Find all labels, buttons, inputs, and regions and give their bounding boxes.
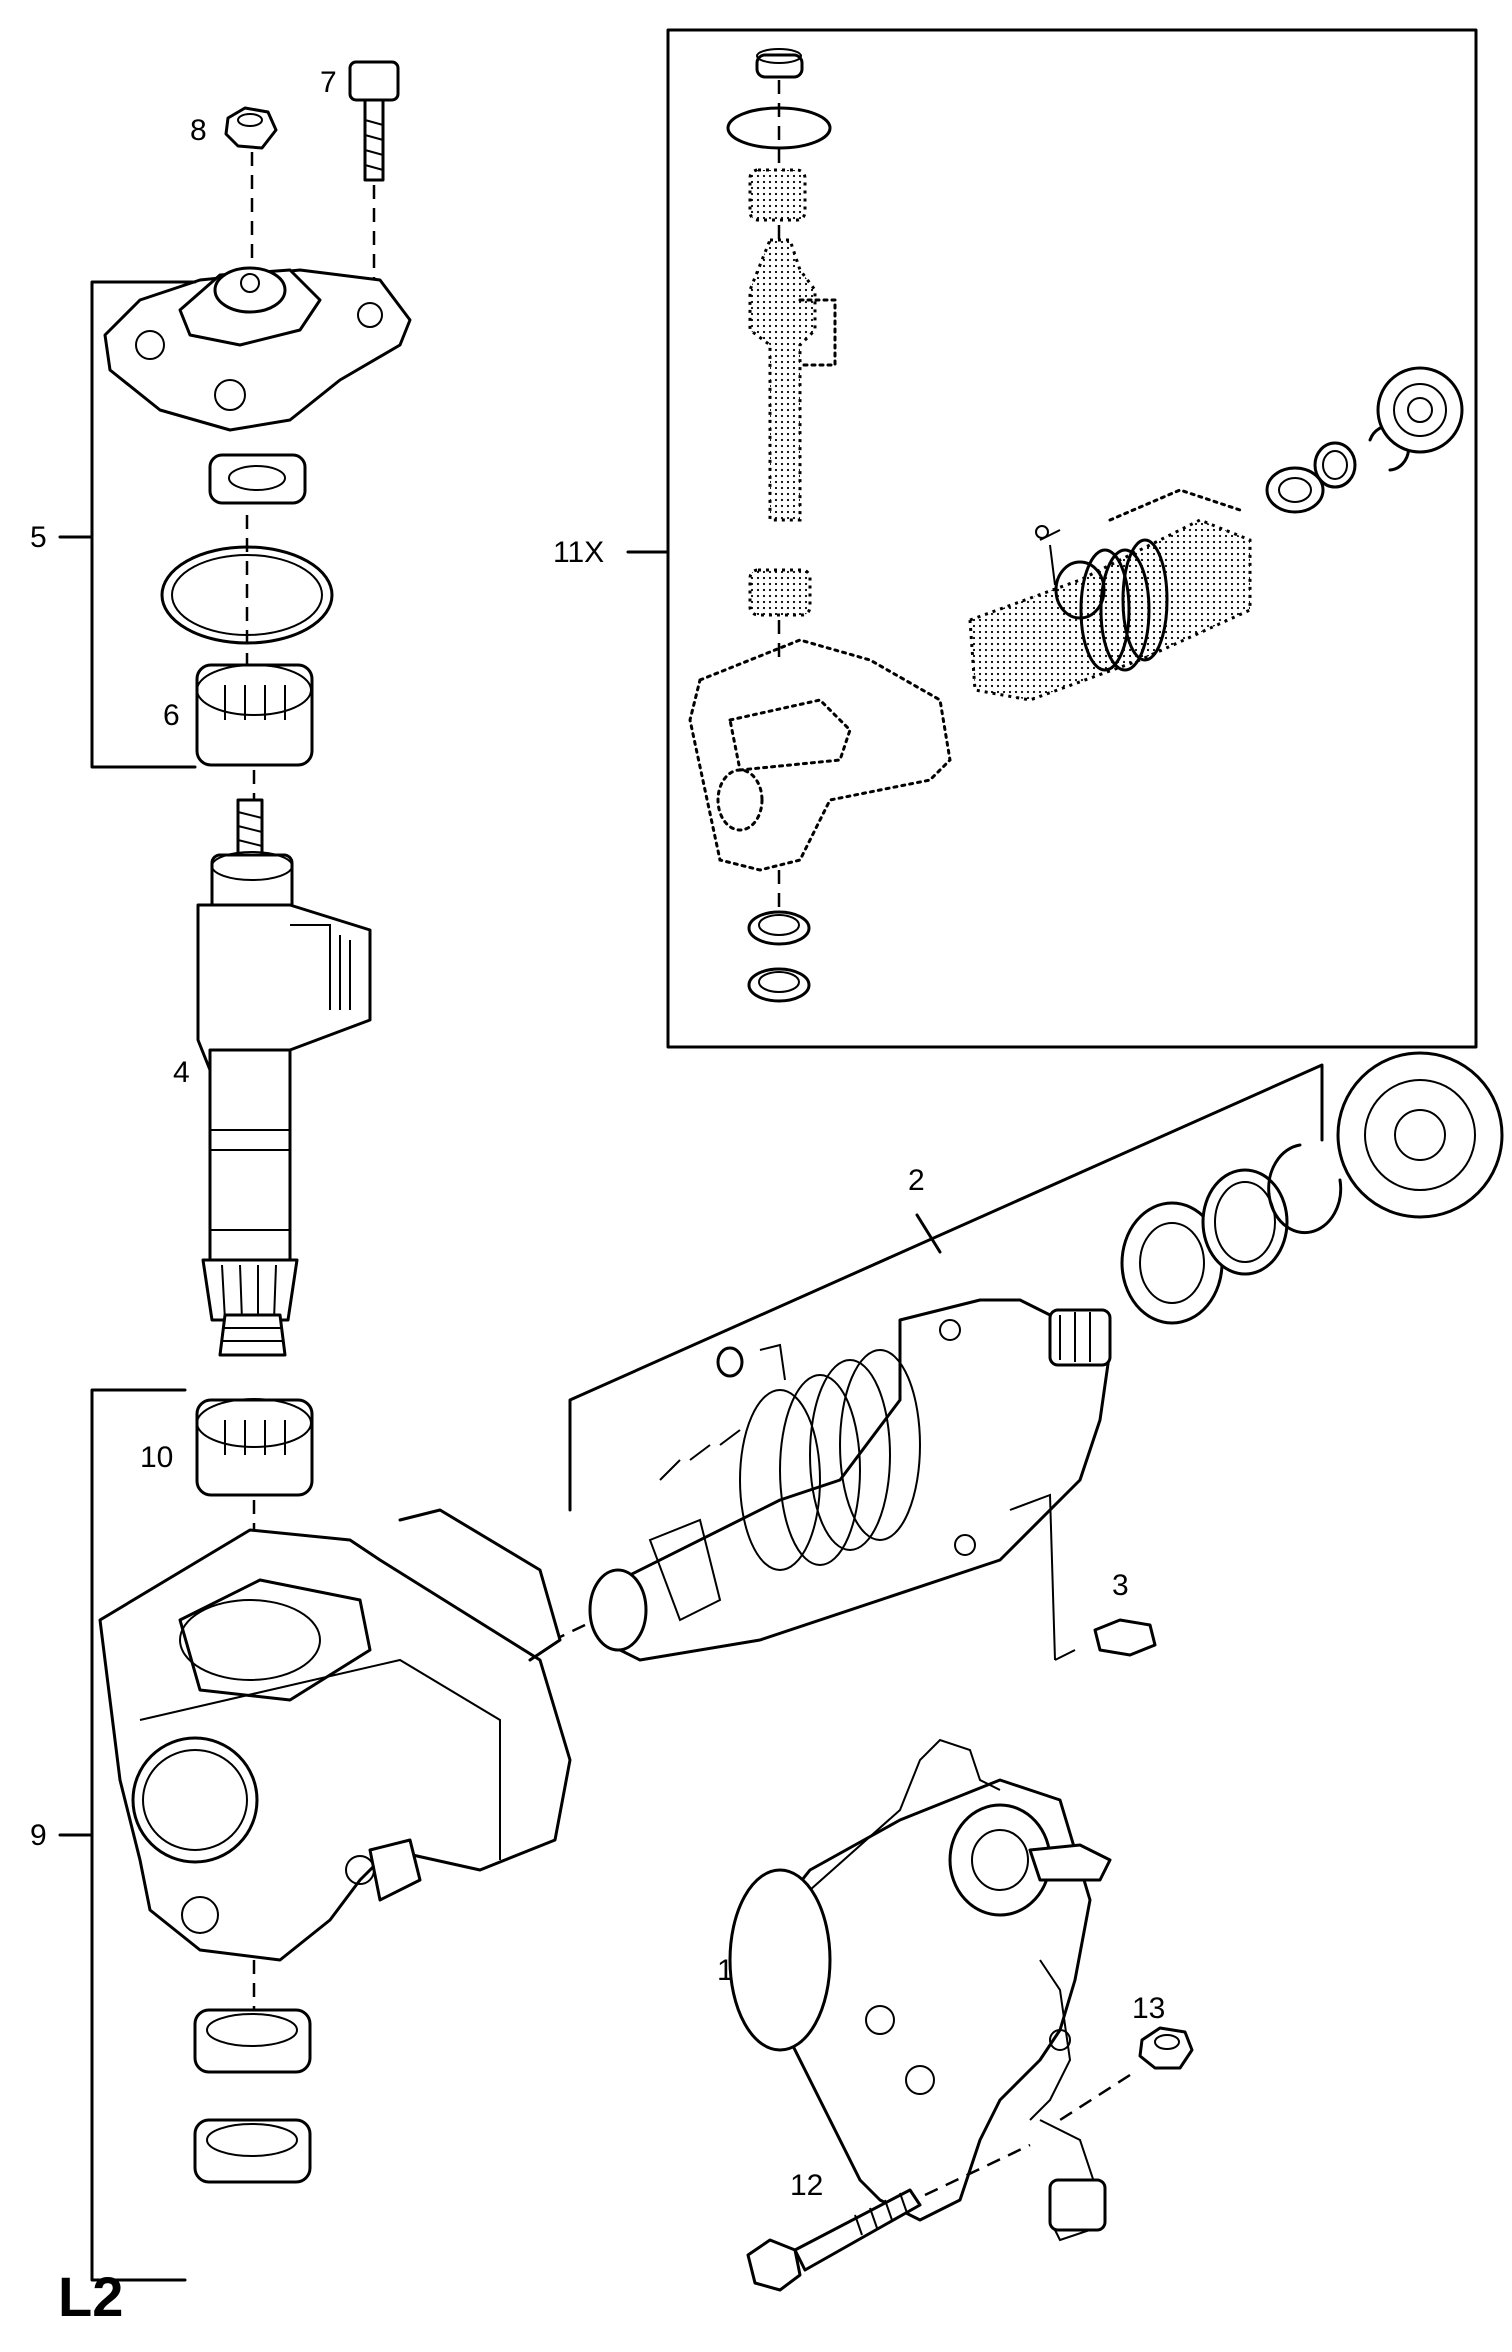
part-13-nut: 13 — [1059, 1992, 1194, 2122]
bracket-5: 5 — [30, 280, 197, 769]
callout-13: 13 — [1132, 1992, 1165, 2025]
part-5-oring — [160, 515, 334, 665]
part-2-worm-piston — [588, 1298, 1112, 1662]
callout-11x: 11X — [553, 536, 604, 569]
part-10-bearing: 10 — [140, 1398, 314, 1497]
part-4-sector-shaft: 4 — [173, 798, 372, 1357]
part-8-nut: 8 — [190, 106, 278, 280]
part-9-housing — [98, 1508, 572, 1962]
part-5-cover — [103, 266, 412, 432]
part-3-plug: 3 — [1009, 1493, 1157, 1661]
callout-12: 12 — [790, 2169, 823, 2202]
inset-piston-seals — [1035, 525, 1169, 672]
part-7-bolt: 7 — [320, 60, 400, 300]
seal-kit-inset: 11X — [553, 28, 1478, 1049]
callout-7: 7 — [320, 66, 337, 99]
callout-1: 1 — [717, 1954, 734, 1987]
callout-4: 4 — [173, 1056, 190, 1089]
callout-10: 10 — [140, 1441, 173, 1474]
inset-right-seals — [1265, 366, 1464, 514]
bracket-2: 2 — [568, 1063, 1324, 1512]
callout-8: 8 — [190, 114, 207, 147]
part-12-bolt: 12 — [746, 2143, 1031, 2292]
part-5-seal — [208, 453, 307, 505]
part-2-seals — [1120, 1051, 1504, 1325]
sheet-code: L2 — [58, 2265, 123, 2328]
inset-ghost-housing — [688, 568, 952, 910]
callout-9: 9 — [30, 1819, 47, 1852]
bracket-9: 9 — [30, 1388, 187, 2282]
part-6-bearing: 6 — [163, 663, 314, 767]
part-9-lower-seals — [193, 2008, 312, 2184]
inset-ghost-sector-shaft — [748, 168, 837, 522]
inset-bottom-seals — [747, 910, 811, 1003]
inset-top-seal — [726, 48, 832, 165]
callout-3: 3 — [1112, 1569, 1129, 1602]
inset-frame — [666, 28, 1478, 1049]
callout-2: 2 — [908, 1164, 925, 1197]
part-1-steering-gear: 1 — [717, 1738, 1112, 2242]
callout-5: 5 — [30, 521, 47, 554]
callout-6: 6 — [163, 699, 180, 732]
